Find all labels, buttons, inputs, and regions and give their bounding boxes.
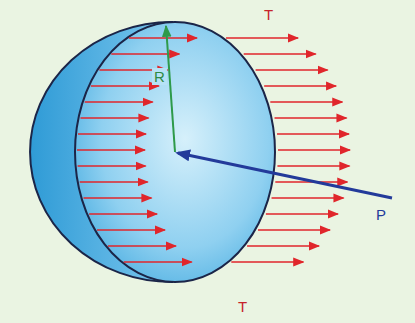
tension-arrow	[277, 133, 349, 135]
tension-arrow	[226, 37, 298, 39]
tension-arrow	[85, 101, 153, 103]
tension-arrow	[97, 229, 165, 231]
tension-arrow	[83, 197, 151, 199]
tension-arrow	[129, 37, 197, 39]
tension-arrow	[275, 117, 347, 119]
tension-arrow	[80, 117, 148, 119]
tension-arrow	[256, 69, 328, 71]
tension-label: T	[262, 6, 275, 23]
tension-label: T	[236, 298, 249, 315]
tension-arrow	[78, 133, 146, 135]
tension-arrow	[247, 245, 319, 247]
radius-label: R	[152, 68, 167, 85]
tension-arrow	[244, 53, 316, 55]
tension-arrow	[89, 213, 157, 215]
tension-arrow	[258, 229, 330, 231]
tension-arrow	[278, 149, 350, 151]
tension-arrow	[266, 213, 338, 215]
tension-arrow	[78, 165, 146, 167]
tension-arrow	[91, 85, 159, 87]
radius-line	[166, 26, 175, 152]
tension-arrow	[264, 85, 336, 87]
tension-arrow	[270, 101, 342, 103]
tension-arrow	[80, 181, 148, 183]
pressure-arrow	[178, 153, 392, 198]
tension-arrows	[77, 38, 350, 262]
cut-face	[75, 22, 275, 282]
tension-arrow	[77, 149, 145, 151]
pressure-label: P	[374, 206, 388, 223]
tension-arrow	[272, 197, 344, 199]
tension-arrow	[231, 261, 303, 263]
tension-arrow	[111, 53, 179, 55]
tension-arrow	[108, 245, 176, 247]
tension-arrow	[277, 165, 349, 167]
tension-arrow	[124, 261, 192, 263]
